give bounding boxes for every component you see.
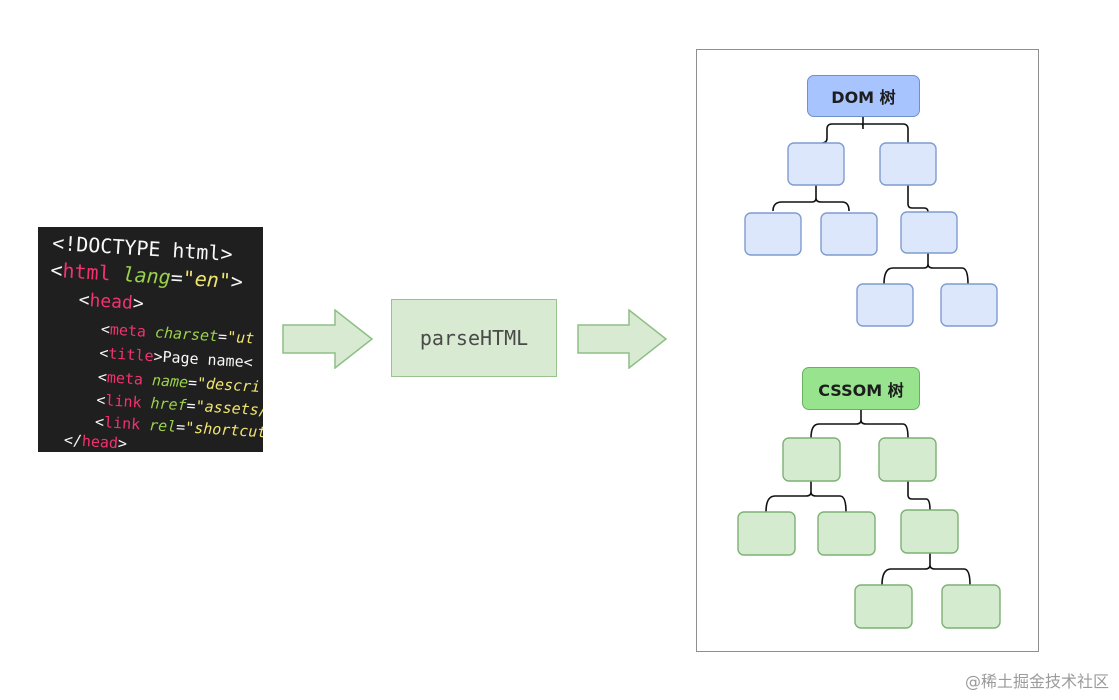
arrow-right-icon: [577, 309, 668, 369]
cssom-node: [878, 437, 937, 482]
cssom-node: [900, 509, 959, 554]
dom-edge: [883, 253, 969, 285]
cssom-tree-root: CSSOM 树: [802, 367, 920, 410]
watermark: @稀土掘金技术社区: [965, 668, 1109, 692]
cssom-edge: [765, 481, 847, 513]
cssom-tree-nodes: [737, 437, 1001, 629]
dom-node: [820, 212, 878, 256]
dom-node: [900, 211, 958, 254]
dom-edge: [772, 185, 850, 212]
dom-tree-nodes: [744, 142, 998, 327]
cssom-edge: [881, 553, 971, 586]
cssom-tree-label: CSSOM 树: [818, 380, 904, 400]
cssom-node: [782, 437, 841, 482]
cssom-node: [817, 511, 876, 556]
dom-tree-edges: [772, 117, 969, 285]
cssom-node: [941, 584, 1001, 629]
dom-node: [856, 283, 914, 327]
arrow-to-parse: [282, 309, 374, 369]
dom-node: [879, 142, 937, 186]
cssom-edge: [907, 481, 931, 511]
html-code-snippet: <!DOCTYPE html> <html lang="en"> <head> …: [38, 227, 263, 452]
dom-node: [940, 283, 998, 327]
arrow-to-trees: [577, 309, 669, 369]
cssom-node: [737, 511, 796, 556]
dom-tree-root: DOM 树: [807, 75, 920, 117]
dom-node: [787, 142, 845, 186]
dom-node: [744, 212, 802, 256]
cssom-node: [854, 584, 913, 629]
dom-edge: [821, 117, 909, 144]
parse-html-step: parseHTML: [391, 299, 557, 377]
cssom-tree-edges: [765, 410, 971, 586]
dom-edge: [907, 185, 929, 213]
watermark-label: @稀土掘金技术社区: [964, 672, 1109, 691]
cssom-edge: [810, 410, 909, 439]
dom-tree-label: DOM 树: [831, 88, 896, 107]
arrow-right-icon: [282, 309, 374, 369]
parse-html-label: parseHTML: [419, 326, 529, 350]
